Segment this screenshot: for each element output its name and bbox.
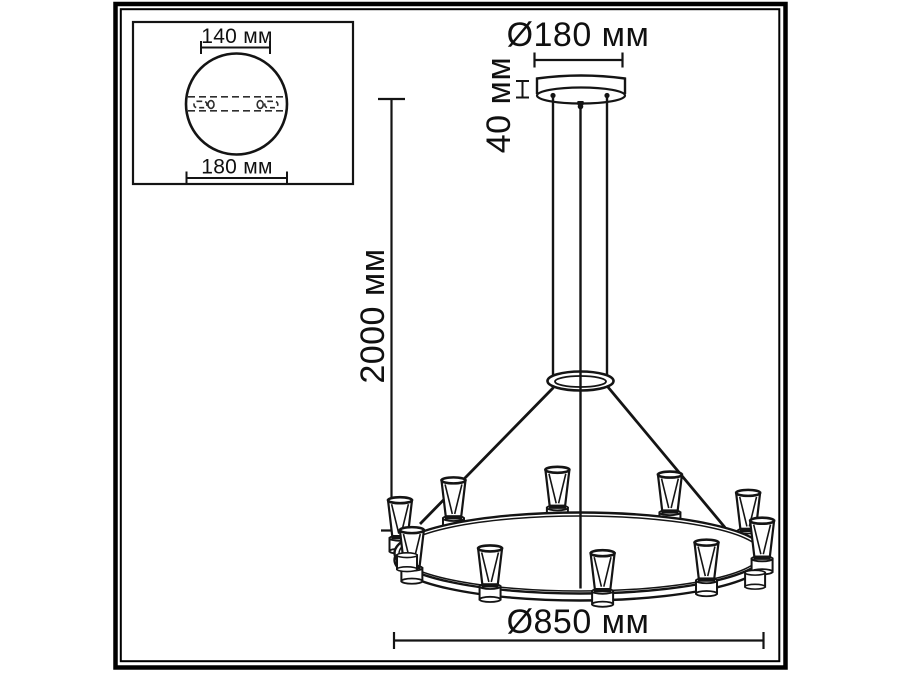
cable-grip-right (604, 92, 610, 99)
slot-symbol-right (263, 100, 279, 109)
candle-light (748, 516, 776, 576)
candle-light (476, 544, 504, 603)
frame-inner (119, 8, 781, 663)
hole-symbol-right (256, 99, 265, 110)
candle-light (589, 548, 616, 608)
inset-circle (184, 52, 289, 156)
cable-grips (550, 92, 610, 110)
rod-right (606, 385, 727, 529)
page-frame (113, 1, 788, 670)
canopy (535, 74, 627, 110)
dim-canopy-diameter-line (533, 52, 624, 68)
candle-ring-clamp (744, 569, 767, 590)
inset-mount-band (188, 96, 286, 112)
inset-bottom-dim-label: 180 мм (201, 156, 273, 179)
candle-ring-clamp (396, 552, 419, 573)
dim-canopy-diameter-label: Ø180 мм (507, 16, 650, 54)
hole-symbol-left (207, 99, 215, 110)
inset-top-dim-label: 140 мм (201, 25, 273, 48)
candle-light (693, 538, 720, 598)
dim-suspension-length-label: 2000 мм (354, 248, 392, 383)
dim-canopy-height-bracket (516, 80, 529, 99)
cable-grip-left (550, 92, 556, 99)
cable-nub-center (577, 101, 584, 105)
dim-canopy-height-label: 40 мм (480, 57, 518, 154)
rod-left (418, 386, 555, 525)
candles-front (396, 516, 776, 608)
chandelier (386, 74, 776, 608)
cable-grip-center (577, 103, 584, 110)
inset-bottom-dim-line (185, 171, 288, 185)
inset-top-dim-line (200, 41, 271, 54)
dim-ring-diameter-label: Ø850 мм (507, 603, 650, 641)
frame-outer (113, 1, 788, 670)
slot-symbol-left (193, 100, 208, 109)
inset-canopy-top-view: 140 мм 180 мм (131, 20, 355, 186)
dim-ring-diameter-line (392, 632, 765, 649)
